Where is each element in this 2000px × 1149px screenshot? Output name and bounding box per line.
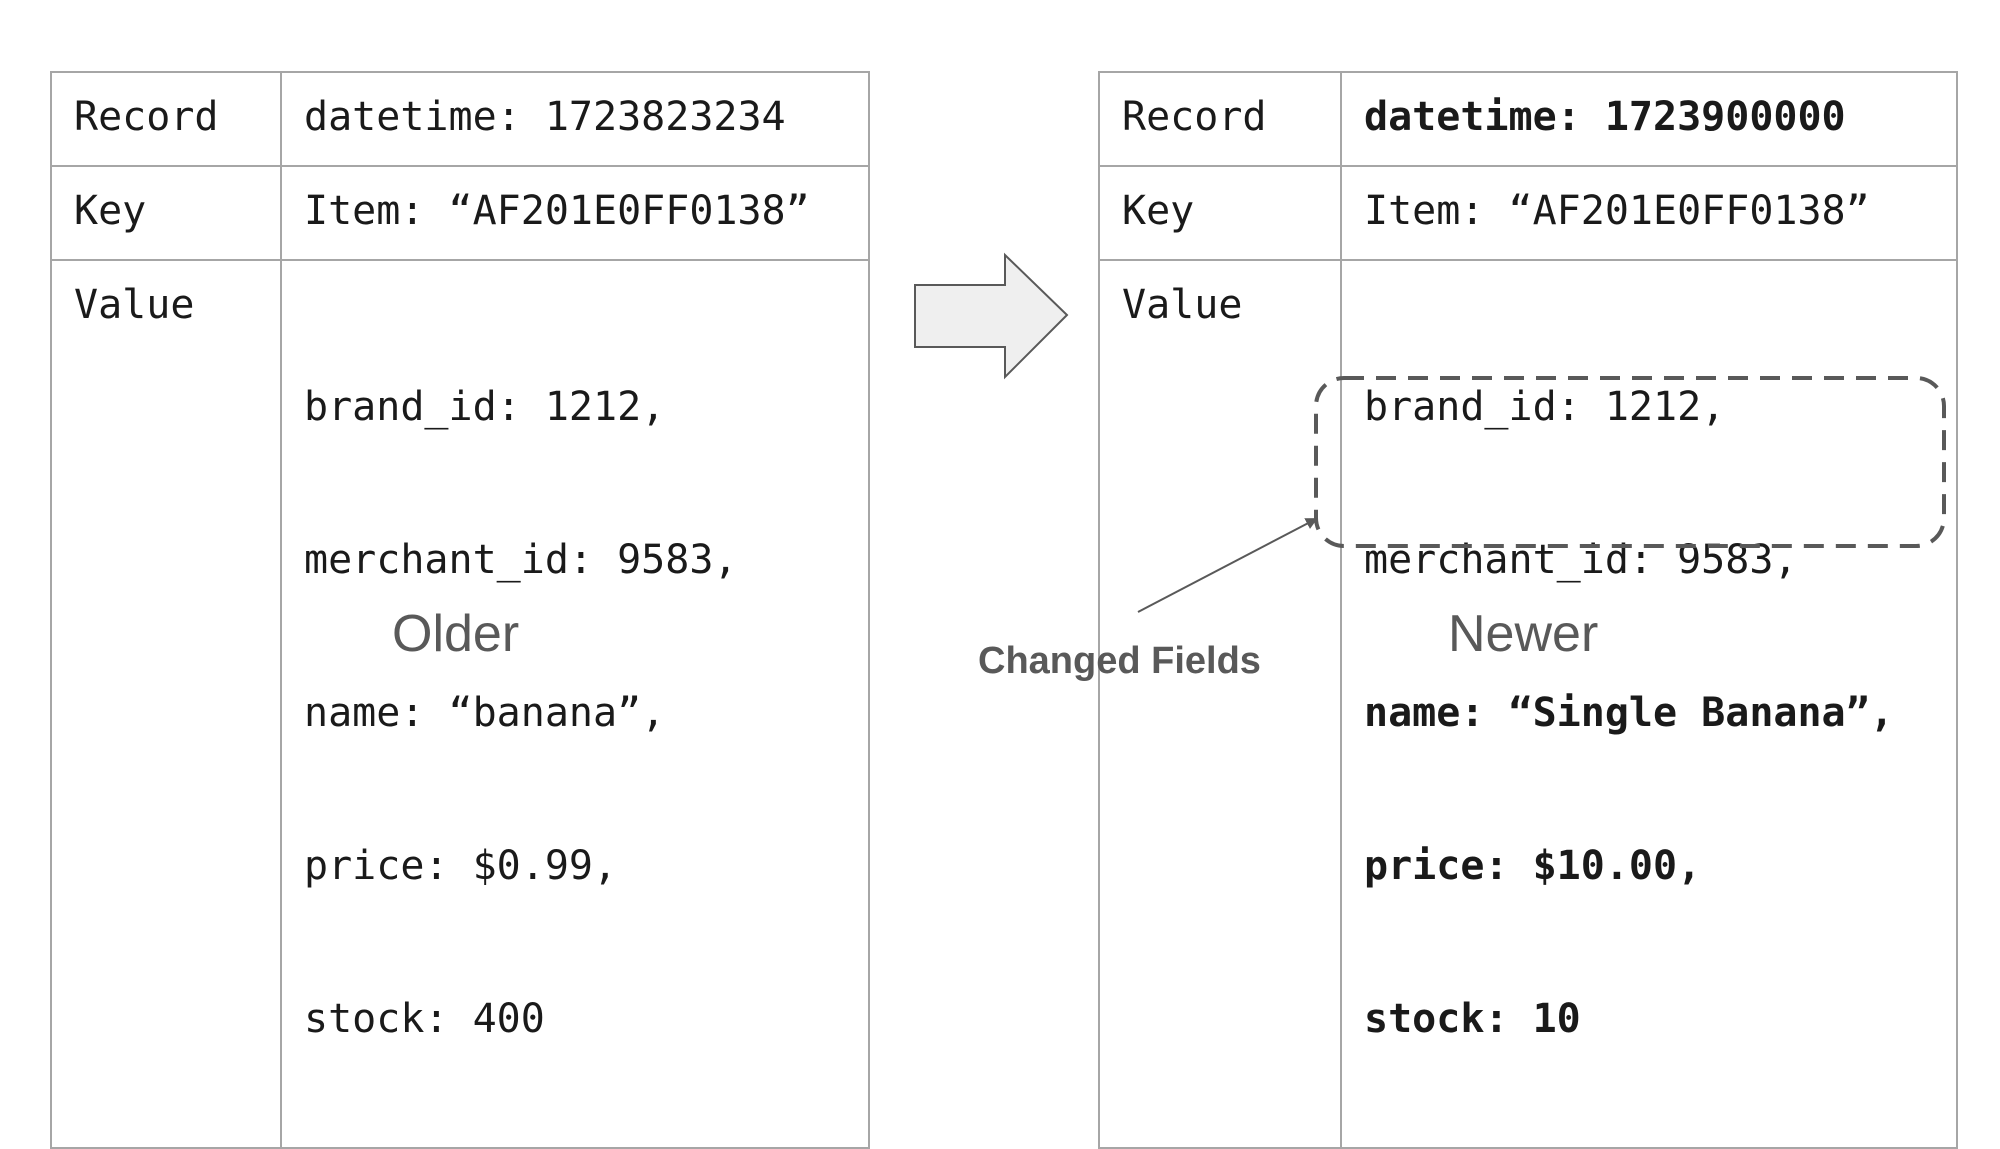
value-line: stock: 400 — [304, 996, 545, 1042]
value-line: brand_id: 1212, — [1364, 384, 1726, 430]
value-line-changed: name: “Single Banana”, — [1364, 690, 1894, 736]
value-line-changed: price: $10.00, — [1364, 843, 1702, 889]
changed-fields-label: Changed Fields — [978, 640, 1261, 682]
row-label: Record — [1098, 71, 1342, 167]
value-line: brand_id: 1212, — [304, 384, 666, 430]
value-line: Item: “AF201E0FF0138” — [304, 188, 810, 234]
value-line: merchant_id: 9583, — [1364, 537, 1798, 583]
row-label: Key — [50, 165, 282, 261]
newer-caption: Newer — [1448, 605, 1599, 663]
value-line: price: $0.99, — [304, 843, 618, 889]
row-value: brand_id: 1212, merchant_id: 9583, name:… — [1340, 259, 1958, 1149]
older-caption: Older — [392, 605, 520, 663]
row-value: datetime: 1723823234 — [280, 71, 870, 167]
row-label: Value — [1098, 259, 1342, 1149]
row-label: Record — [50, 71, 282, 167]
value-line: name: “banana”, — [304, 690, 666, 736]
row-value: datetime: 1723900000 — [1340, 71, 1958, 167]
table-row: Key Item: “AF201E0FF0138” — [1098, 165, 1958, 261]
row-value: Item: “AF201E0FF0138” — [1340, 165, 1958, 261]
value-line-changed: datetime: 1723900000 — [1364, 94, 1846, 140]
table-row: Record datetime: 1723900000 — [1098, 71, 1958, 167]
row-value: brand_id: 1212, merchant_id: 9583, name:… — [280, 259, 870, 1149]
value-line-changed: stock: 10 — [1364, 996, 1581, 1042]
value-line: datetime: 1723823234 — [304, 94, 786, 140]
table-row: Key Item: “AF201E0FF0138” — [50, 165, 870, 261]
row-label: Value — [50, 259, 282, 1149]
row-label: Key — [1098, 165, 1342, 261]
value-line: Item: “AF201E0FF0138” — [1364, 188, 1870, 234]
table-row: Value brand_id: 1212, merchant_id: 9583,… — [50, 259, 870, 1149]
value-line: merchant_id: 9583, — [304, 537, 738, 583]
right-arrow-icon — [914, 252, 1069, 380]
row-value: Item: “AF201E0FF0138” — [280, 165, 870, 261]
table-row: Record datetime: 1723823234 — [50, 71, 870, 167]
table-row: Value brand_id: 1212, merchant_id: 9583,… — [1098, 259, 1958, 1149]
